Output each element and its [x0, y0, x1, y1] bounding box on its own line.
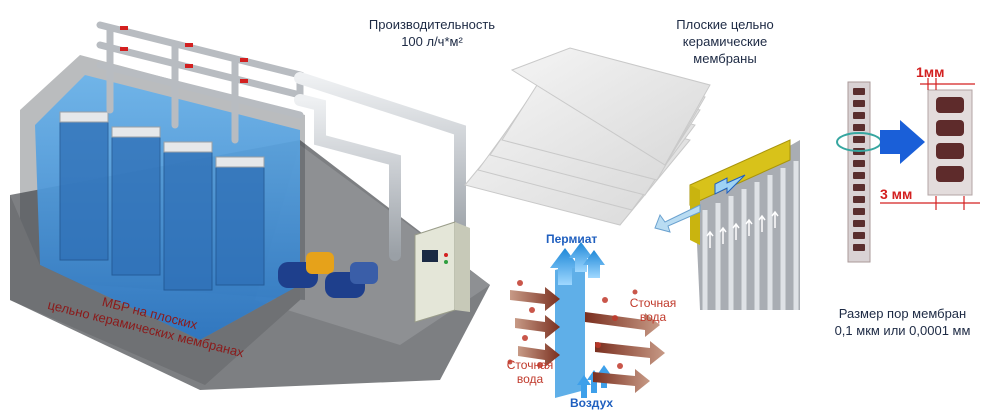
- discharge-pipes: [294, 72, 466, 261]
- pore-size-line-2: 0,1 мкм или 0,0001 мм: [834, 323, 971, 338]
- wastewater-right-line-1: Сточная: [629, 296, 677, 310]
- ceramic-plates: [464, 47, 711, 226]
- permeate-label: Пермиат: [546, 232, 598, 246]
- wastewater-left-line-2: вода: [516, 372, 544, 386]
- pore-size-caption: Размер пор мембран 0,1 мкм или 0,0001 мм: [815, 305, 990, 339]
- outflow-arrow: [714, 174, 746, 195]
- collector-side: [690, 185, 700, 245]
- membrane-modules: [59, 119, 265, 291]
- wastewater-right-line-2: вода: [639, 310, 667, 324]
- channel-dimension: 3 мм: [880, 186, 913, 202]
- zoom-arrow: [880, 120, 925, 164]
- module-headers: [59, 111, 265, 168]
- wastewater-left-line-1: Сточная: [506, 358, 554, 372]
- permeate-arrows: [550, 242, 605, 285]
- tank-front-cut: [10, 195, 300, 385]
- flow-schematic: [507, 242, 665, 398]
- flat-membranes-caption: Плоские цельно керамические мембраны: [660, 16, 790, 67]
- wastewater-arrows-right: [585, 312, 665, 393]
- strip-channels: [853, 88, 865, 251]
- tube-flow-arrows: [706, 210, 779, 248]
- wall-dimension: 1мм: [916, 64, 945, 80]
- control-cabinet: [414, 221, 470, 323]
- flat-membranes-line-2: керамические: [682, 34, 768, 49]
- pump-2-motor: [350, 262, 378, 284]
- pore-size-line-1: Размер пор мембран: [838, 306, 967, 321]
- particles: [507, 280, 638, 369]
- flat-membranes-line-3: мембраны: [693, 51, 757, 66]
- plate-5: [510, 47, 711, 166]
- wastewater-left-label: Сточная вода: [500, 358, 560, 386]
- membrane-column: [555, 262, 585, 398]
- productivity-label: Производительность: [368, 17, 496, 32]
- dimension-lines: [880, 78, 980, 210]
- membrane-closeup: [654, 139, 800, 310]
- membrane-face: [695, 140, 800, 310]
- pumps: [278, 252, 378, 298]
- discharge-arrow: [654, 204, 701, 233]
- productivity-value: 100 л/ч*м²: [401, 34, 463, 49]
- air-label: Воздух: [570, 396, 614, 410]
- magnified-channels: [936, 97, 964, 182]
- membrane-tubes: [702, 161, 799, 310]
- pore-strip: [836, 78, 980, 263]
- flat-membranes-line-1: Плоские цельно: [676, 17, 774, 32]
- wastewater-arrows-left: [510, 287, 560, 367]
- productivity-caption: Производительность 100 л/ч*м²: [352, 16, 512, 50]
- valves: [120, 26, 248, 83]
- wastewater-right-label: Сточная вода: [623, 296, 683, 324]
- mbr-tank: [10, 21, 490, 390]
- pump-1-motor: [306, 252, 334, 274]
